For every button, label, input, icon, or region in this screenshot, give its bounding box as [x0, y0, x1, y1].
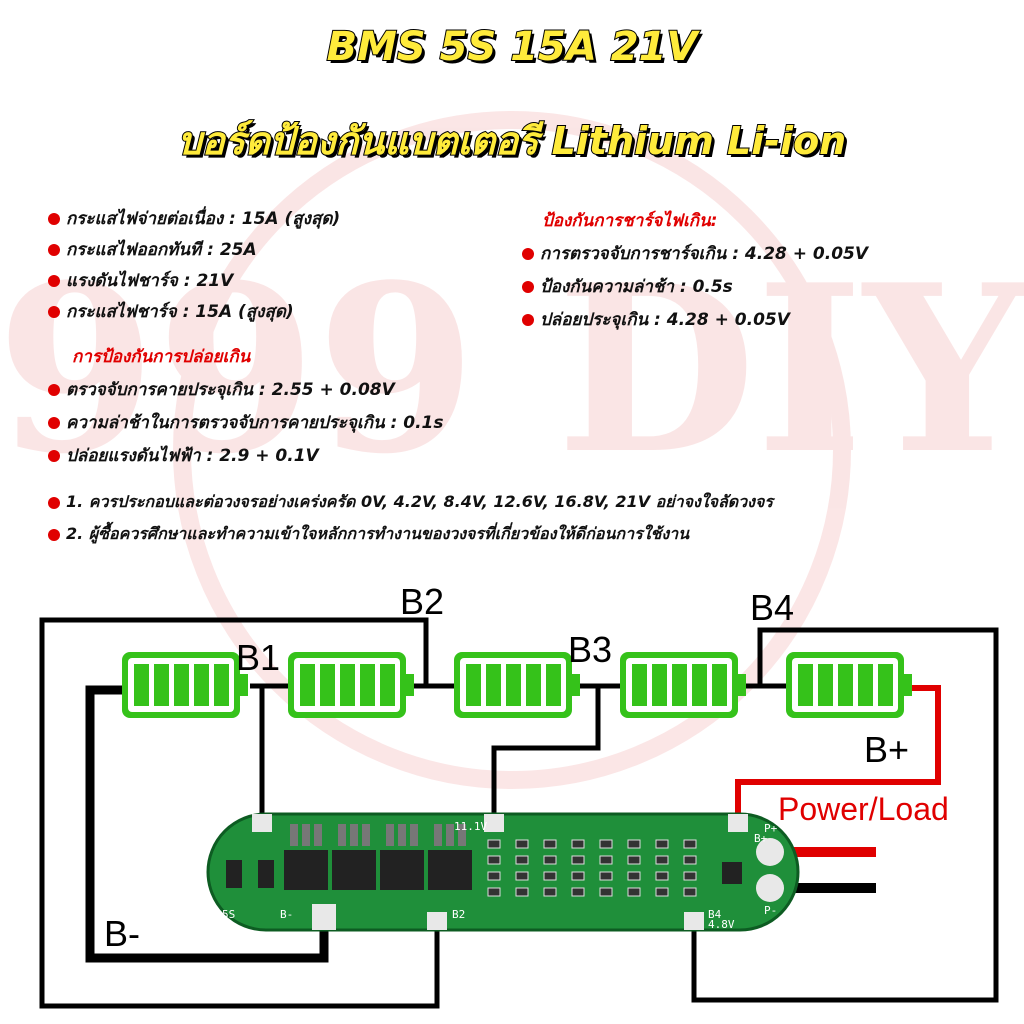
- pad-b2: [427, 912, 447, 930]
- label-b3: B3: [568, 629, 612, 670]
- bullet-icon: [48, 275, 60, 287]
- bullet-icon: [48, 496, 60, 509]
- note-1: 1. ควรประกอบและต่อวงจรอย่างเคร่งครัด 0V,…: [48, 490, 773, 515]
- pcb-marking-5s: 5S: [222, 908, 235, 921]
- pcb-marking-p-minus: P-: [764, 904, 777, 917]
- wires: [39, 617, 999, 1009]
- spec-charge-voltage: แรงดันไฟชาร์จ : 21V: [48, 267, 233, 294]
- overcharge-item: การตรวจจับการชาร์จเกิน : 4.28 + 0.05V: [522, 240, 868, 267]
- bullet-icon: [48, 528, 60, 541]
- spec-peak-current: กระแสไฟออกทันที : 25A: [48, 236, 257, 263]
- pcb-marking-b2: B2: [452, 908, 465, 921]
- b2-wire: [39, 617, 440, 1009]
- b3-wire: [491, 686, 601, 826]
- note-2: 2. ผู้ซื้อควรศึกษาและทำความเข้าใจหลักการ…: [48, 522, 689, 547]
- battery-cell-icon: [288, 652, 414, 718]
- bullet-icon: [48, 213, 60, 225]
- label-power-load: Power/Load: [778, 791, 949, 827]
- overdischarge-item: ตรวจจับการคายประจุเกิน : 2.55 + 0.08V: [48, 376, 395, 403]
- bms-board: 5S B- B2 B4 B+ P+ P- 11.1V 4.8V: [206, 812, 800, 932]
- bullet-icon: [48, 384, 60, 396]
- pad-b-minus: [312, 904, 336, 930]
- label-b4: B4: [750, 587, 794, 628]
- label-b-minus: B-: [104, 913, 140, 954]
- pcb-marking-p-plus: P+: [764, 822, 778, 835]
- label-b-plus: B+: [864, 729, 909, 770]
- pcb-marking-b-plus: B+: [754, 832, 768, 845]
- battery-cell-icon: [786, 652, 912, 718]
- battery-cell-icon: [454, 652, 580, 718]
- battery-cell-icon: [620, 652, 746, 718]
- spec-continuous-current: กระแสไฟจ่ายต่อเนื่อง : 15A (สูงสุด): [48, 205, 340, 232]
- overdischarge-item: ปล่อยแรงดันไฟฟ้า : 2.9 + 0.1V: [48, 442, 319, 469]
- label-b2: B2: [400, 581, 444, 622]
- overdischarge-heading: การป้องกันการปล่อยเกิน: [72, 347, 251, 367]
- title-line-2: บอร์ดป้องกันแบตเตอรี Lithium Li-ion: [177, 118, 848, 164]
- pad-p-plus: [756, 838, 784, 866]
- pad-b3: [484, 814, 504, 832]
- overcharge-heading: ป้องกันการชาร์จไฟเกิน:: [542, 211, 718, 231]
- bullet-icon: [522, 314, 534, 326]
- bullet-icon: [48, 417, 60, 429]
- pad-b1: [252, 814, 272, 832]
- pcb-marking-voltage-1: 11.1V: [454, 820, 487, 833]
- overdischarge-item: ความล่าช้าในการตรวจจับการคายประจุเกิน : …: [48, 409, 444, 436]
- label-b1: B1: [236, 637, 280, 678]
- pcb-marking-b4: B4: [708, 908, 722, 921]
- b-plus-wire: [735, 685, 941, 826]
- pcb-marking-b-minus: B-: [280, 908, 293, 921]
- title-line-1: BMS 5S 15A 21V: [326, 23, 699, 71]
- b-minus-wire: [85, 685, 329, 963]
- bullet-icon: [48, 306, 60, 318]
- bullet-icon: [48, 244, 60, 256]
- overcharge-item: ปล่อยประจุเกิน : 4.28 + 0.05V: [522, 306, 790, 333]
- b4-wire: [691, 627, 999, 1003]
- spec-charge-current: กระแสไฟชาร์จ : 15A (สูงสุด): [48, 298, 294, 325]
- pad-b-plus: [728, 814, 748, 832]
- pad-p-minus: [756, 874, 784, 902]
- bullet-icon: [48, 450, 60, 462]
- battery-cell-icon: [122, 652, 248, 718]
- pcb-marking-voltage-2: 4.8V: [708, 918, 735, 931]
- bullet-icon: [522, 281, 534, 293]
- bullet-icon: [522, 248, 534, 260]
- overcharge-item: ป้องกันความล่าช้า : 0.5s: [522, 273, 733, 300]
- battery-group: [122, 652, 912, 718]
- pad-b4: [684, 912, 704, 930]
